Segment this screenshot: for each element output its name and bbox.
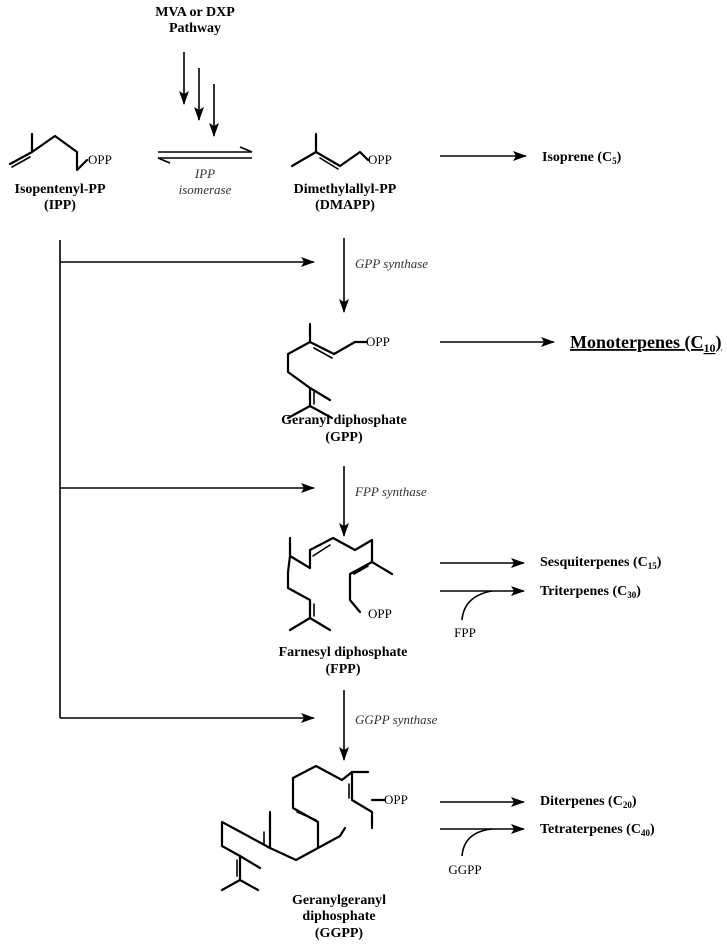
fpp-abbr: (FPP) [326, 662, 361, 677]
dmapp-opp-label: OPP [368, 152, 392, 167]
fpp-opp-label: OPP [368, 606, 392, 621]
ipp-opp-label: OPP [88, 152, 112, 167]
sesquiterpenes-label: Sesquiterpenes (C15) [540, 555, 662, 571]
tetraterpenes-label: Tetraterpenes (C40) [540, 822, 655, 838]
gpp-abbr: (GPP) [325, 430, 363, 445]
triterpenes-label: Triterpenes (C30) [540, 584, 641, 600]
ipp-name: Isopentenyl-PP [15, 182, 106, 197]
pathway-source-line2: Pathway [169, 21, 221, 36]
fpp-synthase-label: FPP synthase [354, 484, 427, 499]
fpp-name: Farnesyl diphosphate [279, 645, 408, 660]
dmapp-name: Dimethylallyl-PP [294, 182, 397, 197]
isomerase-label-line1: IPP [194, 166, 215, 181]
multi-step-arrows [179, 52, 219, 137]
dmapp-abbr: (DMAPP) [315, 198, 375, 213]
pathway-source-line1: MVA or DXP [155, 5, 235, 20]
ggpp-structure: OPP [220, 764, 408, 892]
gpp-name: Geranyl diphosphate [281, 413, 407, 428]
ggpp-cofactor-curve [461, 828, 493, 857]
ggpp-abbr: (GGPP) [315, 926, 364, 941]
ggpp-cofactor-label: GGPP [448, 862, 481, 877]
diterpenes-label: Diterpenes (C20) [540, 794, 637, 810]
gpp-synthase-label: GPP synthase [355, 256, 428, 271]
ipp-structure: OPP [8, 132, 112, 172]
fpp-cofactor-label: FPP [454, 625, 476, 640]
ggpp-name-line2: diphosphate [302, 909, 375, 924]
fpp-cofactor-curve [461, 590, 493, 621]
isomerase-equilibrium-arrows [157, 146, 253, 164]
monoterpenes-label: Monoterpenes (C10) [570, 332, 721, 355]
isoprene-label: Isoprene (C5) [542, 150, 622, 166]
dmapp-structure: OPP [290, 132, 392, 170]
gpp-structure: OPP [286, 322, 390, 420]
gpp-opp-label: OPP [366, 334, 390, 349]
fpp-structure: OPP [286, 536, 394, 632]
ipp-feed-lines [59, 240, 315, 723]
ggpp-name-line1: Geranylgeranyl [292, 893, 386, 908]
isomerase-label-line2: isomerase [179, 182, 232, 197]
ggpp-opp-label: OPP [384, 792, 408, 807]
ipp-abbr: (IPP) [44, 198, 76, 213]
ggpp-synthase-label: GGPP synthase [355, 712, 438, 727]
